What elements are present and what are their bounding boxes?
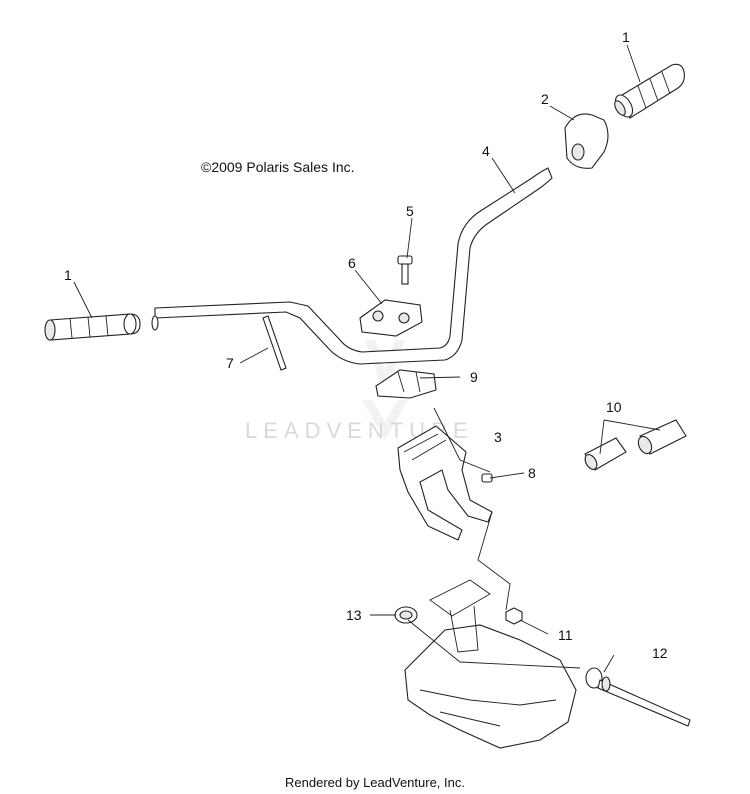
part-10-cylinder-large[interactable] [636,419,687,456]
callout-7: 7 [226,355,234,371]
part-5-bolt[interactable] [397,255,413,285]
callout-1-left: 1 [64,267,72,283]
part-13-grommet[interactable] [394,606,418,624]
callout-1-right: 1 [622,29,630,45]
part-4-handlebar[interactable] [151,167,553,365]
callout-11: 11 [558,627,573,643]
part-2-throttle-housing[interactable] [564,113,609,169]
part-7-rod[interactable] [262,315,287,371]
callout-12: 12 [652,645,668,661]
callout-10: 10 [606,399,622,415]
part-12-cable[interactable] [585,667,691,727]
callout-2: 2 [541,91,549,107]
callout-13: 13 [346,607,362,623]
part-10-cylinder-small[interactable] [583,437,627,471]
callout-5: 5 [406,203,414,219]
part-1-left-grip[interactable] [44,313,141,341]
part-11-nut[interactable] [505,607,523,625]
copyright-text: ©2009 Polaris Sales Inc. [201,159,355,175]
footer-credit: Rendered by LeadVenture, Inc. [285,775,465,790]
callout-8: 8 [528,465,536,481]
body-panel-assembly [404,579,577,749]
part-1-right-grip[interactable] [612,63,685,120]
part-3-bracket[interactable] [397,425,493,541]
callout-3: 3 [494,429,502,445]
part-9-lower-clamp[interactable] [375,369,437,399]
callout-9: 9 [470,369,478,385]
part-6-upper-clamp[interactable] [359,299,423,337]
leader-lines [73,44,661,673]
callout-6: 6 [348,255,356,271]
callout-4: 4 [482,143,490,159]
